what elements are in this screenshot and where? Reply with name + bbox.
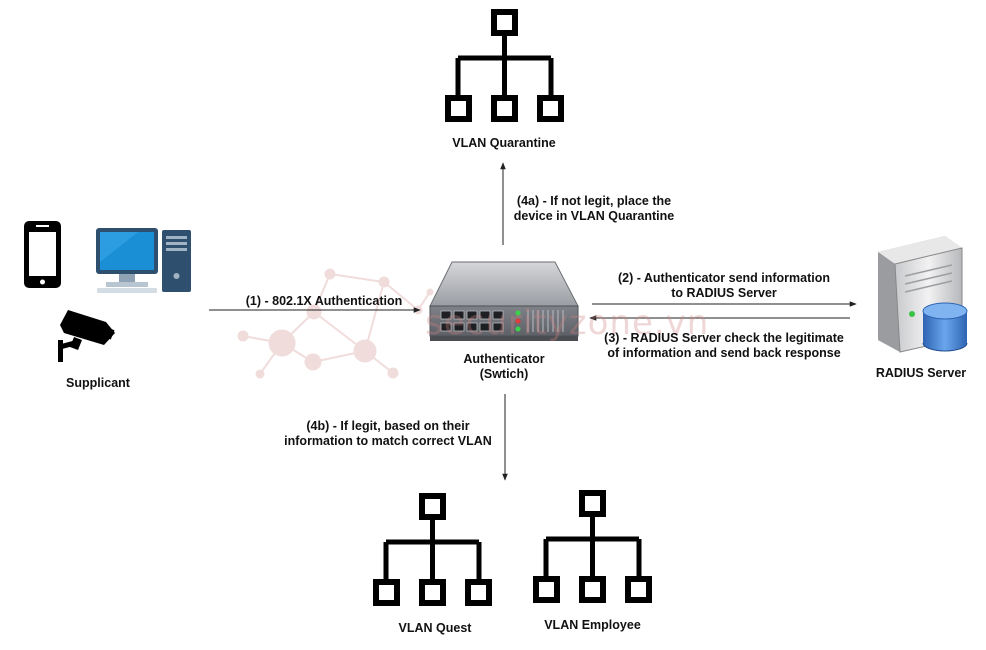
edge-label-4a-line2: device in VLAN Quarantine <box>513 209 675 223</box>
authenticator-label: Authenticator (Swtich) <box>448 352 560 382</box>
database-icon <box>922 302 968 352</box>
desktop-computer-icon <box>96 228 191 293</box>
authenticator-label-line2: (Swtich) <box>479 367 529 381</box>
authenticator-label-line1: Authenticator <box>463 352 545 366</box>
edge-label-2-line1: (2) - Authenticator send information <box>617 271 831 285</box>
smartphone-icon <box>24 221 61 288</box>
vlan-quarantine-hierarchy-icon <box>445 9 564 122</box>
edge-label-3: (3) - RADIUS Server check the legitimate… <box>594 331 854 361</box>
vlan-quest-hierarchy-icon <box>373 493 492 606</box>
edge-label-4a: (4a) - If not legit, place the device in… <box>504 194 684 224</box>
vlan-quarantine-label: VLAN Quarantine <box>452 136 556 150</box>
network-switch-icon <box>429 261 579 341</box>
edge-label-4a-line1: (4a) - If not legit, place the <box>516 194 672 208</box>
watermark-text: securityzone.vn <box>425 303 710 343</box>
edge-label-4b-line1: (4b) - If legit, based on their <box>306 419 470 433</box>
edge-label-3-line1: (3) - RADIUS Server check the legitimate <box>604 331 844 345</box>
supplicant-label: Supplicant <box>66 376 130 390</box>
edge-label-1: (1) - 802.1X Authentication <box>245 294 403 308</box>
vlan-employee-hierarchy-icon <box>533 490 652 603</box>
edge-label-2: (2) - Authenticator send information to … <box>594 271 854 301</box>
radius-server-label: RADIUS Server <box>875 366 967 380</box>
watermark-graph <box>237 268 434 379</box>
edge-label-4b: (4b) - If legit, based on their informat… <box>278 419 498 449</box>
security-camera-icon <box>58 310 115 362</box>
edge-label-3-line2: of information and send back response <box>607 346 841 360</box>
edge-arrows <box>209 162 857 481</box>
vlan-employee-label: VLAN Employee <box>544 618 641 632</box>
edge-label-2-line2: to RADIUS Server <box>671 286 777 300</box>
vlan-quest-label: VLAN Quest <box>398 621 472 635</box>
edge-label-4b-line2: information to match correct VLAN <box>284 434 492 448</box>
